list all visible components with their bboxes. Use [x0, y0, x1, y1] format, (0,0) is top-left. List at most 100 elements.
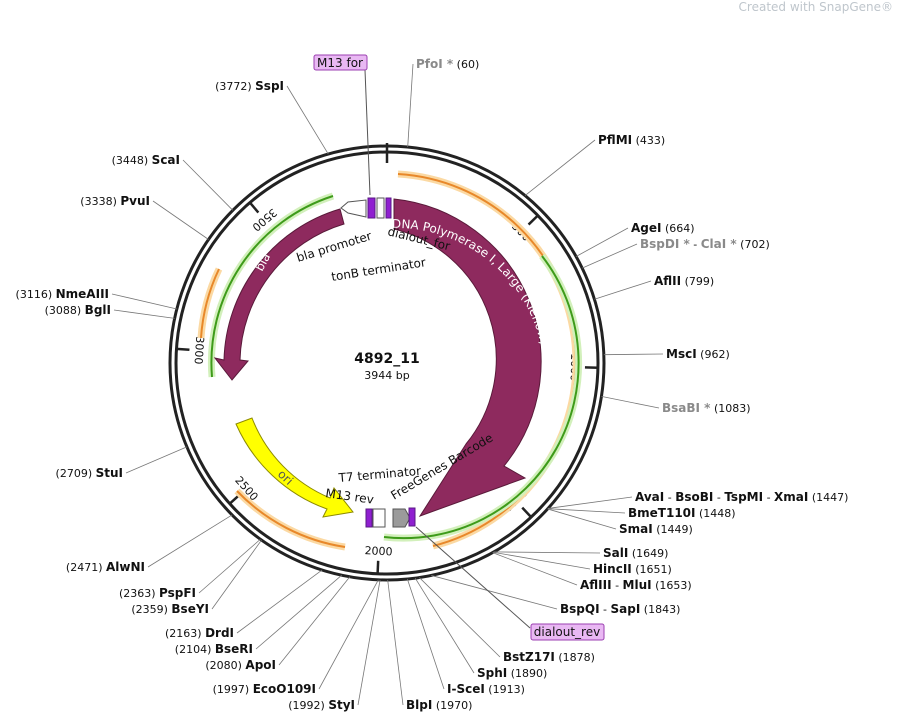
site-leader-22 [236, 569, 323, 634]
klenow-feature-arrow[interactable] [393, 198, 542, 517]
primer-dialout-rev-leader [415, 526, 531, 629]
enzyme-name: ClaI * [701, 237, 738, 251]
site-pos: (2080) [205, 659, 245, 672]
enzyme-name: AlwNI [106, 560, 145, 574]
site-label-16[interactable]: I-SceI (1913) [447, 682, 525, 696]
site-leader-16 [406, 578, 445, 690]
enzyme-name: BspQI [560, 602, 600, 616]
site-label-11[interactable]: HincII (1651) [593, 562, 672, 576]
m13-rev-label: M13 rev [325, 486, 375, 507]
site-pos: (1653) [652, 579, 692, 592]
site-label-0[interactable]: PfoI * (60) [416, 57, 479, 71]
site-leader-30 [182, 159, 234, 211]
enzyme-name: HincII [593, 562, 632, 576]
site-label-9[interactable]: SmaI (1449) [619, 522, 693, 536]
site-label-25[interactable]: (2471) AlwNI [66, 560, 145, 574]
site-label-14[interactable]: BstZ17I (1878) [503, 650, 595, 664]
site-label-30[interactable]: (3448) ScaI [112, 153, 180, 167]
site-label-28[interactable]: (3116) NmeAIII [16, 287, 109, 301]
site-pos: (3116) [16, 288, 56, 301]
primer-m13-for[interactable]: M13 for [313, 54, 371, 196]
dialout-for-marker[interactable] [385, 197, 392, 219]
site-label-12[interactable]: AflIII - MluI (1653) [580, 578, 692, 592]
site-label-23[interactable]: (2359) BseYI [131, 602, 209, 616]
tick-mark-3500 [248, 201, 260, 214]
primer-dialout-rev-label: dialout_rev [534, 625, 600, 639]
site-pos: (1997) [213, 683, 253, 696]
site-leader-10 [493, 551, 601, 554]
plasmid-name: 4892_11 [354, 351, 419, 367]
site-label-20[interactable]: (2080) ApoI [205, 658, 276, 672]
site-label-1[interactable]: PflMI (433) [598, 133, 665, 147]
site-label-22[interactable]: (2163) DrdI [165, 626, 234, 640]
site-pos: (1651) [632, 563, 672, 576]
site-label-3[interactable]: BspDI * - ClaI * (702) [640, 237, 770, 251]
enzyme-name: BlpI [406, 698, 432, 712]
site-pos: (1448) [696, 507, 736, 520]
site-leader-lines [111, 63, 664, 706]
site-pos: (1449) [653, 523, 693, 536]
enzyme-name: BstZ17I [503, 650, 555, 664]
primer-m13-for-leader [364, 69, 371, 196]
site-label-6[interactable]: BsaBI * (1083) [662, 401, 751, 415]
site-label-21[interactable]: (2104) BseRI [175, 642, 253, 656]
site-pos: (702) [737, 238, 770, 251]
site-leader-7 [548, 496, 633, 509]
enzyme-name: BspDI * [640, 237, 690, 251]
enzyme-name: TspMI [724, 490, 763, 504]
plasmid-length: 3944 bp [364, 369, 409, 382]
enzyme-name: BsoBI [675, 490, 713, 504]
site-pos: (3448) [112, 154, 152, 167]
site-label-8[interactable]: BmeT110I (1448) [628, 506, 736, 520]
site-label-15[interactable]: SphI (1890) [477, 666, 547, 680]
site-label-26[interactable]: (2709) StuI [56, 466, 123, 480]
site-label-13[interactable]: BspQI - SapI (1843) [560, 602, 680, 616]
site-label-10[interactable]: SalI (1649) [603, 546, 668, 560]
site-pos: (1970) [432, 699, 472, 712]
site-leader-1 [524, 139, 596, 196]
site-label-24[interactable]: (2363) PspFI [119, 586, 196, 600]
enzyme-name: PfoI * [416, 57, 454, 71]
site-label-7[interactable]: AvaI - BsoBI - TspMI - XmaI (1447) [635, 490, 848, 504]
site-label-29[interactable]: (3338) PvuI [80, 194, 150, 208]
tonb-terminator-box[interactable] [376, 197, 385, 219]
site-leader-27 [113, 309, 175, 319]
site-label-27[interactable]: (3088) BglI [45, 303, 111, 317]
primer-dialout-rev-box [530, 623, 605, 641]
enzyme-name: AgeI [631, 221, 661, 235]
enzyme-name: ScaI [152, 153, 180, 167]
site-label-31[interactable]: (3772) SspI [215, 79, 284, 93]
site-pos: (2163) [165, 627, 205, 640]
site-leader-26 [125, 446, 188, 474]
site-label-18[interactable]: (1992) StyI [288, 698, 355, 712]
site-leader-21 [255, 574, 342, 650]
bla-feature-arrow[interactable] [213, 208, 345, 381]
bla-promoter-arrow[interactable] [340, 199, 367, 218]
site-pos: (3772) [215, 80, 255, 93]
site-label-4[interactable]: AflII (799) [654, 274, 714, 288]
site-label-2[interactable]: AgeI (664) [631, 221, 695, 235]
site-pos: (2471) [66, 561, 106, 574]
t7-terminator-box[interactable] [372, 508, 386, 528]
enzyme-name: SspI [255, 79, 284, 93]
site-pos: (2709) [56, 467, 96, 480]
site-label-17[interactable]: BlpI (1970) [406, 698, 472, 712]
enzyme-name: I-SceI [447, 682, 485, 696]
dialout-rev-marker[interactable] [408, 507, 416, 527]
freegenes-barcode-arrow[interactable] [392, 508, 411, 528]
tick-mark-500 [527, 214, 539, 226]
enzyme-name: BglI [85, 303, 111, 317]
primer-m13-for-box [313, 54, 368, 71]
site-label-19[interactable]: (1997) EcoO109I [213, 682, 316, 696]
site-pos: (2104) [175, 643, 215, 656]
site-pos: (1890) [507, 667, 547, 680]
site-leader-31 [286, 85, 329, 155]
site-pos: (433) [632, 134, 665, 147]
site-label-5[interactable]: MscI (962) [666, 347, 730, 361]
ori-feature-arrow[interactable] [235, 417, 354, 518]
primer-dialout-rev[interactable]: dialout_rev [415, 526, 605, 641]
bla-side-orf-arc [200, 268, 220, 339]
site-leader-18 [357, 579, 381, 706]
enzyme-name: BmeT110I [628, 506, 696, 520]
